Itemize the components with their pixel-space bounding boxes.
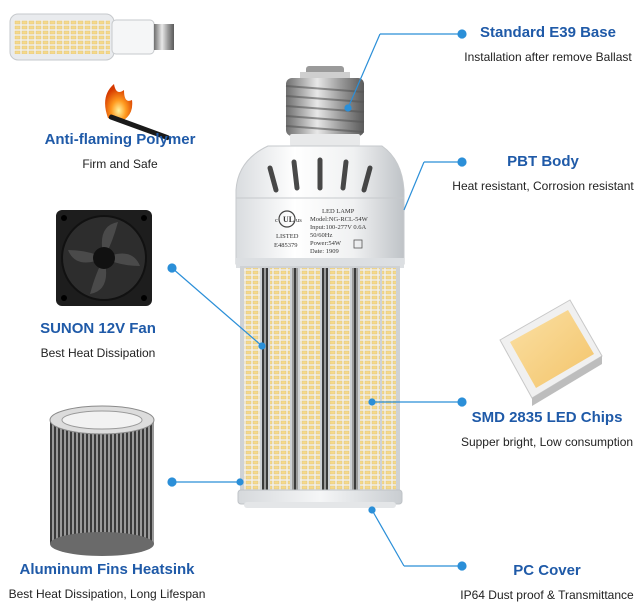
- sunon-fan-image: [56, 210, 152, 306]
- smd-chip-image: [499, 299, 603, 406]
- e39-screw-base: [285, 66, 365, 146]
- ul-listed: LISTED: [276, 233, 299, 240]
- ul-c-mark: c: [275, 217, 278, 224]
- pc-cover: [237, 489, 403, 508]
- label-line-3: Input:100-277V 0.6A: [310, 224, 367, 231]
- led-column: [240, 266, 400, 494]
- feature-title: Aluminum Fins Heatsink: [19, 561, 195, 578]
- feature-sunon-fan: SUNON 12V Fan Best Heat Dissipation: [10, 320, 186, 360]
- pbt-body: [235, 145, 405, 268]
- feature-title: SMD 2835 LED Chips: [471, 409, 623, 426]
- feature-anti-flaming: Anti-flaming Polymer Firm and Safe: [24, 131, 216, 171]
- feature-subtitle: Heat resistant, Corrosion resistant: [452, 179, 634, 193]
- feature-title: SUNON 12V Fan: [40, 320, 156, 337]
- feature-heatsink: Aluminum Fins Heatsink Best Heat Dissipa…: [0, 561, 214, 601]
- ul-us-mark: us: [296, 217, 302, 224]
- ul-mark: UL: [283, 215, 294, 224]
- feature-subtitle: Installation after remove Ballast: [464, 50, 632, 64]
- feature-e39-base: Standard E39 Base Installation after rem…: [456, 24, 640, 64]
- label-line-5: Power:54W: [310, 240, 342, 247]
- ul-file-number: E485379: [274, 242, 297, 249]
- feature-subtitle: Firm and Safe: [82, 157, 158, 171]
- anti-flaming-demo-image: [9, 13, 174, 141]
- feature-subtitle: Best Heat Dissipation: [40, 346, 156, 360]
- callout-lines: [167, 29, 467, 571]
- feature-subtitle: IP64 Dust proof & Transmittance: [460, 588, 634, 602]
- label-line-4: 50/60Hz: [310, 232, 333, 239]
- feature-smd-chips: SMD 2835 LED Chips Supper bright, Low co…: [454, 409, 640, 449]
- label-line-2: Model:NG-RCL-54W: [310, 216, 369, 223]
- feature-title: PBT Body: [507, 153, 579, 170]
- feature-subtitle: Supper bright, Low consumption: [460, 435, 634, 449]
- aluminum-heatsink-image: [49, 405, 155, 556]
- feature-title: Anti-flaming Polymer: [44, 131, 196, 148]
- feature-subtitle: Best Heat Dissipation, Long Lifespan: [8, 587, 206, 601]
- feature-pc-cover: PC Cover IP64 Dust proof & Transmittance: [454, 562, 640, 602]
- label-line-1: LED LAMP: [322, 208, 355, 215]
- label-line-6: Date: 1909: [310, 248, 339, 255]
- feature-pbt-body: PBT Body Heat resistant, Corrosion resis…: [446, 153, 640, 193]
- feature-title: Standard E39 Base: [480, 24, 616, 41]
- corn-lamp: UL c us LISTED E485379 LED LAMP Model:NG…: [235, 66, 405, 508]
- lamp-rating-label: UL c us LISTED E485379 LED LAMP Model:NG…: [274, 208, 369, 255]
- feature-title: PC Cover: [513, 562, 581, 579]
